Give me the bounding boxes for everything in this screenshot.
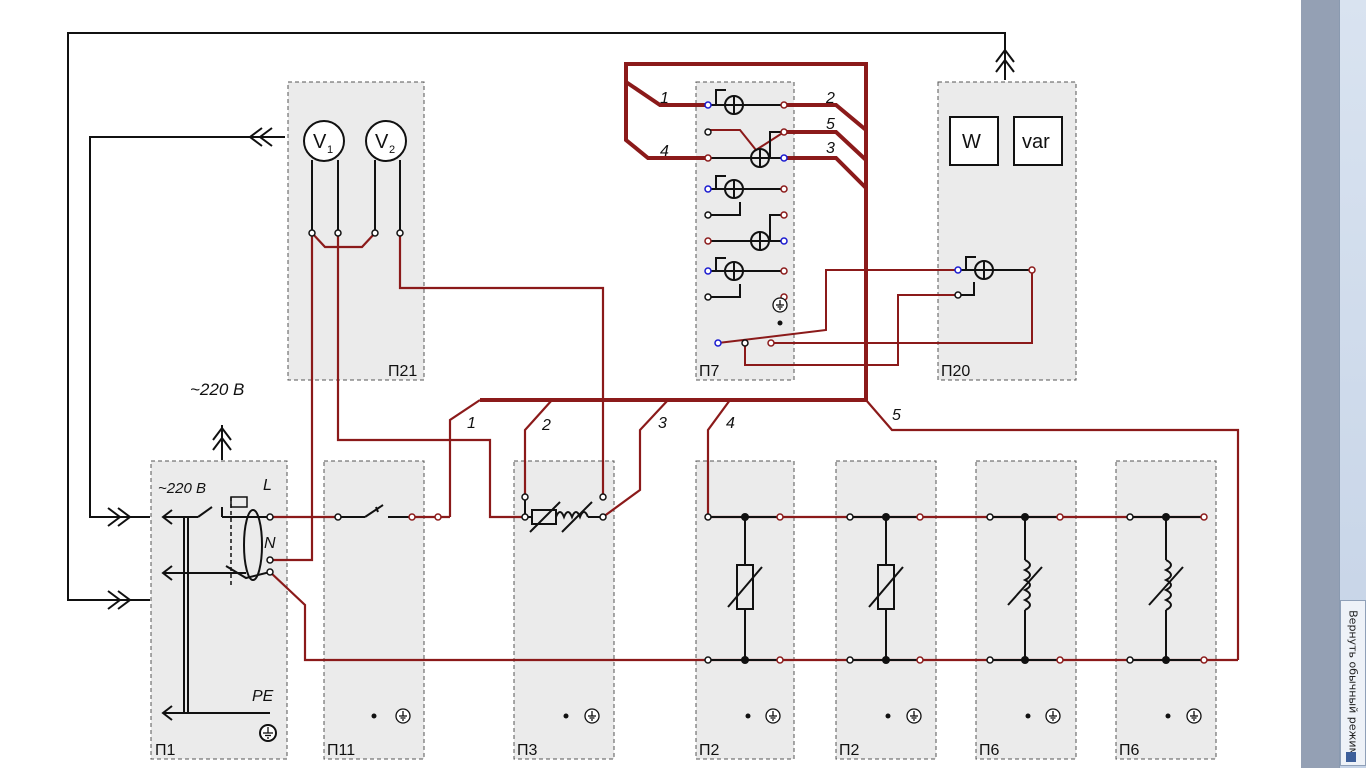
var-label: var — [1022, 131, 1050, 153]
wire-label-4-bottom: 4 — [726, 415, 735, 432]
control-wire-inner — [89, 136, 285, 518]
wire-label-5-bottom: 5 — [892, 407, 901, 424]
voltmeter-v2: V 2 — [365, 120, 407, 162]
supply-L-label: L — [263, 477, 272, 494]
w-label: W — [962, 131, 981, 153]
panel-label-p3: П3 — [517, 742, 538, 759]
wiring-diagram: П21 П7 П20 П1 П11 П3 П2 П2 П6 П6 ~220 В … — [67, 32, 1240, 760]
wire-label-3-bottom: 3 — [658, 415, 667, 432]
supply-top-label: ~220 В — [190, 380, 244, 399]
panel-p3 — [513, 460, 615, 760]
panel-p21 — [287, 81, 425, 381]
v1-sub: 1 — [327, 144, 333, 156]
varmeter-box: var — [1013, 116, 1063, 166]
ground-icons — [259, 297, 1202, 742]
panel-label-p6a: П6 — [979, 742, 1000, 759]
wattmeter-box: W — [949, 116, 999, 166]
panel-label-p21: П21 — [388, 363, 417, 380]
wire-label-2-bottom: 2 — [541, 417, 551, 434]
panel-p2b — [835, 460, 937, 760]
resize-grip-icon[interactable] — [1346, 752, 1356, 762]
wire-label-4: 4 — [660, 143, 669, 160]
supply-inside-label: ~220 В — [158, 480, 206, 497]
wire-label-5-top: 5 — [826, 116, 835, 133]
current-transformers — [708, 89, 1032, 298]
cable-bundle — [480, 62, 868, 402]
v1-label: V — [313, 131, 327, 153]
panel-p1 — [150, 460, 288, 760]
wire-label-1: 1 — [660, 90, 669, 107]
restore-normal-mode-label: Вернуть обычный режим — [1346, 610, 1360, 756]
restore-normal-mode-button[interactable]: Вернуть обычный режим — [1340, 600, 1366, 766]
voltmeter-v1: V 1 — [303, 120, 345, 162]
supply-PE-label: PE — [252, 688, 274, 705]
panel-label-p11: П11 — [327, 742, 355, 759]
v2-label: V — [375, 131, 389, 153]
panel-label-p1: П1 — [155, 742, 176, 759]
panel-label-p2b: П2 — [839, 742, 860, 759]
supply-N-label: N — [264, 535, 276, 552]
supply-panel-content: ~220 В L N PE — [158, 477, 276, 721]
wire-label-2-top: 2 — [825, 90, 835, 107]
panel-label-p2a: П2 — [699, 742, 720, 759]
side-scroll-track — [1301, 0, 1339, 768]
wire-label-1-bottom: 1 — [467, 415, 476, 432]
v2-sub: 2 — [389, 144, 395, 156]
wire-label-3-top: 3 — [826, 140, 835, 157]
panel-label-p20: П20 — [941, 363, 970, 380]
panel-label-p6b: П6 — [1119, 742, 1140, 759]
switch-p11 — [338, 504, 412, 518]
panel-label-p7: П7 — [699, 363, 720, 380]
